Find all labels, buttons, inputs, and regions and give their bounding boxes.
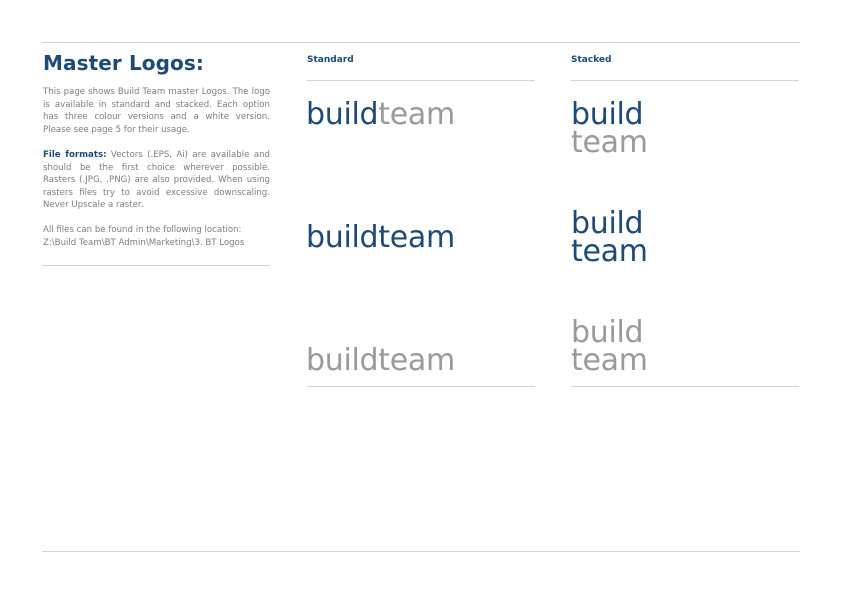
intro-paragraph: This page shows Build Team master Logos.…: [43, 87, 270, 135]
logo-word-team: team: [571, 343, 648, 378]
logo-word-team: team: [571, 125, 648, 160]
location-path: Z:\Build Team\BT Admin\Marketing\3. BT L…: [43, 237, 245, 248]
logo-word-team: team: [571, 234, 648, 269]
logo-word-build: build: [306, 97, 379, 132]
location-line-1: All files can be found in the following …: [43, 225, 242, 235]
file-formats-label: File formats:: [43, 150, 107, 160]
stacked-logo-two-colour: build team: [571, 97, 648, 160]
standard-logo-grey: buildteam: [306, 346, 455, 376]
page-title: Master Logos:: [43, 51, 204, 75]
standard-bottom-rule: [307, 386, 535, 387]
stacked-bottom-rule: [571, 386, 799, 387]
logo-word-team: team: [378, 97, 455, 132]
standard-header-rule: [307, 80, 535, 81]
logo-word-team: team: [378, 343, 455, 378]
logo-word-build: build: [306, 220, 379, 255]
standard-logo-two-colour: buildteam: [306, 100, 455, 130]
logo-word-build: build: [571, 97, 644, 132]
top-rule: [42, 42, 800, 43]
standard-heading: Standard: [307, 55, 354, 65]
logo-word-team: team: [378, 220, 455, 255]
stacked-header-rule: [571, 80, 799, 81]
logo-word-build: build: [571, 206, 644, 241]
standard-logo-blue: buildteam: [306, 223, 455, 253]
file-formats-text: Vectors (.EPS, Ai) are available and sho…: [43, 150, 270, 211]
file-formats-paragraph: File formats: Vectors (.EPS, Ai) are ava…: [43, 149, 270, 212]
footer-rule: [42, 551, 800, 552]
stacked-heading: Stacked: [571, 55, 612, 65]
logo-word-build: build: [571, 315, 644, 350]
left-column-rule: [42, 265, 270, 266]
location-paragraph: All files can be found in the following …: [43, 224, 270, 249]
stacked-logo-grey: build team: [571, 315, 648, 378]
stacked-logo-blue: build team: [571, 206, 648, 269]
logo-word-build: build: [306, 343, 379, 378]
